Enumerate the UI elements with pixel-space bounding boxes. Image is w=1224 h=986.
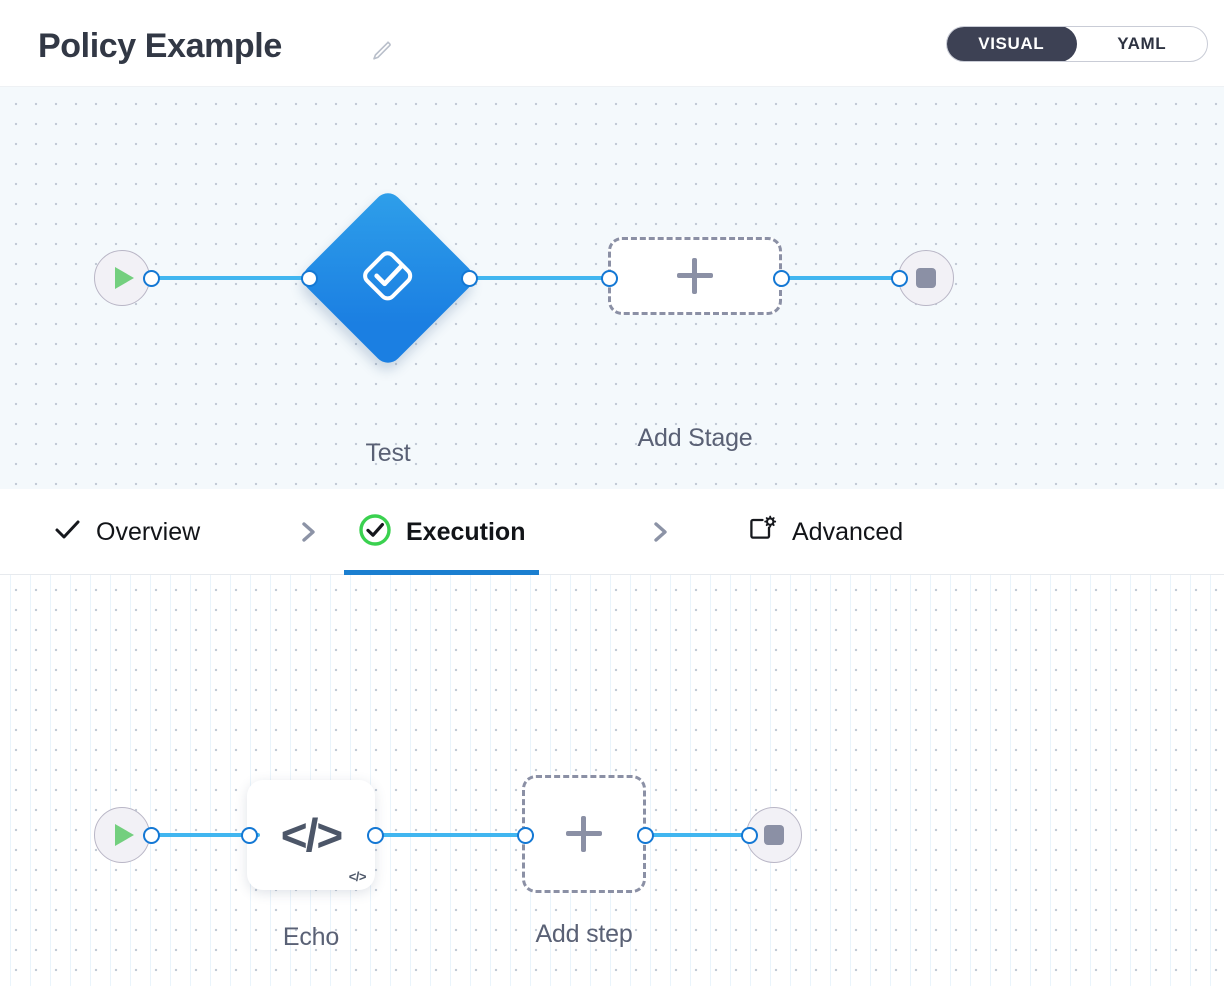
add-stage-button[interactable] bbox=[608, 237, 782, 315]
connector-start-test bbox=[150, 276, 316, 280]
stage-diamond-shape bbox=[297, 187, 479, 369]
tab-active-underline bbox=[344, 570, 540, 575]
stop-icon bbox=[764, 825, 784, 845]
add-step-label: Add step bbox=[535, 920, 633, 948]
pencil-icon[interactable] bbox=[368, 37, 394, 63]
stage-node-label: Test bbox=[365, 439, 411, 467]
mode-toggle[interactable]: VISUAL YAML bbox=[946, 26, 1208, 62]
code-badge-icon: </> bbox=[348, 869, 367, 884]
code-icon: </> bbox=[280, 809, 343, 861]
square-gear-icon bbox=[746, 514, 778, 551]
step-canvas[interactable]: </> </> Echo Add step bbox=[0, 575, 1224, 986]
port-addstage-in[interactable] bbox=[601, 270, 618, 287]
page-title: Policy Example bbox=[38, 27, 282, 65]
tab-overview-label: Overview bbox=[96, 517, 201, 546]
stop-icon bbox=[916, 268, 936, 288]
plus-icon bbox=[566, 816, 602, 852]
check-circle-icon bbox=[358, 513, 392, 552]
check-icon bbox=[52, 515, 82, 550]
step-node-label: Echo bbox=[282, 923, 340, 951]
connector-addstage-end bbox=[780, 276, 906, 280]
tab-overview[interactable]: Overview bbox=[38, 489, 214, 575]
step-start-node[interactable] bbox=[94, 807, 150, 863]
chevron-right-icon bbox=[296, 520, 320, 544]
mode-toggle-visual[interactable]: VISUAL bbox=[947, 27, 1077, 61]
step-node-echo[interactable]: </> </> bbox=[247, 780, 375, 890]
connector-start-echo bbox=[150, 833, 260, 837]
port-addstage-out[interactable] bbox=[773, 270, 790, 287]
play-icon bbox=[115, 824, 134, 846]
port-end-in[interactable] bbox=[891, 270, 908, 287]
stage-node-test[interactable] bbox=[297, 187, 479, 369]
port-echo-out[interactable] bbox=[367, 827, 384, 844]
port-step-start-out[interactable] bbox=[143, 827, 160, 844]
connector-echo-addstep bbox=[376, 833, 534, 837]
port-start-out[interactable] bbox=[143, 270, 160, 287]
page-header: Policy Example VISUAL YAML bbox=[0, 0, 1224, 87]
port-addstep-in[interactable] bbox=[517, 827, 534, 844]
add-step-button[interactable] bbox=[522, 775, 646, 893]
chevron-right-icon-2 bbox=[648, 520, 672, 544]
tab-advanced-label: Advanced bbox=[792, 517, 904, 546]
connector-addstep-end bbox=[644, 833, 756, 837]
port-test-out[interactable] bbox=[461, 270, 478, 287]
connector-test-addstage bbox=[466, 276, 618, 280]
port-addstep-out[interactable] bbox=[637, 827, 654, 844]
play-icon bbox=[115, 267, 134, 289]
check-diamond-icon bbox=[357, 245, 419, 312]
tab-execution-label: Execution bbox=[406, 517, 526, 546]
port-step-end-in[interactable] bbox=[741, 827, 758, 844]
port-test-in[interactable] bbox=[301, 270, 318, 287]
tab-advanced[interactable]: Advanced bbox=[732, 489, 917, 575]
plus-icon bbox=[677, 258, 713, 294]
stage-tabbar: Overview Execution bbox=[0, 489, 1224, 575]
stage-canvas[interactable]: Test Add Stage bbox=[0, 87, 1224, 489]
tab-execution[interactable]: Execution bbox=[344, 489, 540, 575]
add-stage-label: Add Stage bbox=[637, 424, 753, 452]
pipeline-start-node[interactable] bbox=[94, 250, 150, 306]
port-echo-in[interactable] bbox=[241, 827, 258, 844]
mode-toggle-yaml[interactable]: YAML bbox=[1117, 34, 1167, 53]
